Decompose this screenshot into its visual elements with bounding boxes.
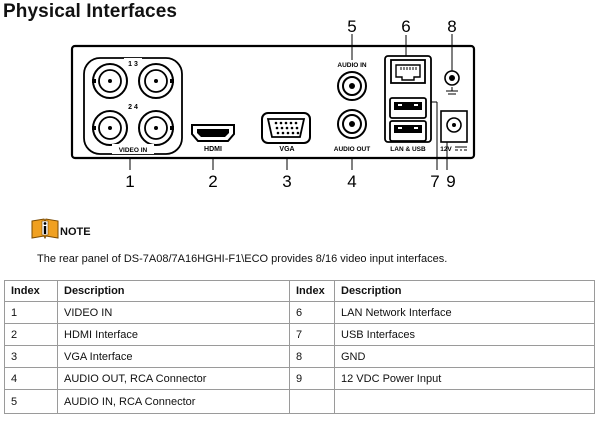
cell-index: 4 — [4, 367, 58, 390]
cell-description: GND — [334, 345, 595, 368]
cell-index: 1 — [4, 301, 58, 324]
note-label: NOTE — [60, 226, 91, 238]
gnd-terminal — [444, 70, 460, 95]
rear-panel-diagram: 1 3 2 4 VIDEO IN HDMI VGA AUDIO IN AUDIO… — [70, 17, 476, 191]
cell-index: 6 — [289, 301, 335, 324]
callout-1: 1 — [125, 172, 134, 191]
table-row: 5 AUDIO IN, RCA Connector — [4, 389, 595, 414]
power-label: 12V — [440, 146, 452, 153]
cell-index — [289, 389, 335, 414]
bnc-pair-label: 2 4 — [128, 104, 138, 111]
callout-leaders — [129, 34, 453, 170]
power-port: 12V — [440, 110, 468, 153]
cell-description: VGA Interface — [57, 345, 290, 368]
audio-in-rca: AUDIO IN — [337, 62, 367, 101]
usb-port — [389, 120, 427, 142]
interface-table: Index Description Index Description 1 VI… — [4, 280, 595, 414]
bnc-connector — [92, 63, 128, 99]
callout-9: 9 — [446, 172, 455, 191]
table-row: 1 VIDEO IN 6 LAN Network Interface — [4, 301, 595, 324]
bnc-pair-label: 1 3 — [128, 61, 138, 68]
audio-out-label: AUDIO OUT — [334, 146, 371, 153]
cell-index: 2 — [4, 323, 58, 346]
cell-description — [334, 389, 595, 414]
bnc-connector — [92, 110, 128, 146]
header-index: Index — [4, 280, 58, 302]
info-book-icon — [31, 218, 59, 240]
cell-description: LAN Network Interface — [334, 301, 595, 324]
cell-description: 12 VDC Power Input — [334, 367, 595, 390]
bnc-connector — [138, 110, 174, 146]
audio-out-rca: AUDIO OUT — [334, 109, 371, 153]
note-text: The rear panel of DS-7A08/7A16HGHI-F1\EC… — [37, 253, 448, 265]
header-index: Index — [289, 280, 335, 302]
cell-description: USB Interfaces — [334, 323, 595, 346]
cell-index: 3 — [4, 345, 58, 368]
table-header-row: Index Description Index Description — [4, 280, 595, 302]
cell-index: 7 — [289, 323, 335, 346]
callout-8: 8 — [447, 17, 456, 36]
cell-index: 5 — [4, 389, 58, 414]
cell-index: 8 — [289, 345, 335, 368]
header-description: Description — [57, 280, 290, 302]
cell-description: HDMI Interface — [57, 323, 290, 346]
audio-in-label: AUDIO IN — [337, 62, 367, 69]
table-row: 4 AUDIO OUT, RCA Connector 9 12 VDC Powe… — [4, 367, 595, 390]
video-in-bnc-group: 1 3 2 4 VIDEO IN — [83, 57, 183, 155]
cell-index: 9 — [289, 367, 335, 390]
bnc-connector — [138, 63, 174, 99]
header-description: Description — [334, 280, 595, 302]
vga-label: VGA — [279, 146, 294, 153]
dc-polarity-icon — [455, 146, 467, 151]
callout-5: 5 — [347, 17, 356, 36]
callout-2: 2 — [208, 172, 217, 191]
page-title: Physical Interfaces — [3, 1, 178, 22]
lan-port — [390, 59, 426, 84]
cell-description: VIDEO IN — [57, 301, 290, 324]
cell-description: AUDIO IN, RCA Connector — [57, 389, 290, 414]
lan-usb-block: LAN & USB — [384, 55, 432, 153]
hdmi-port: HDMI — [191, 124, 235, 153]
callout-7: 7 — [430, 172, 439, 191]
callout-4: 4 — [347, 172, 356, 191]
callout-6: 6 — [401, 17, 410, 36]
table-row: 2 HDMI Interface 7 USB Interfaces — [4, 323, 595, 346]
callout-3: 3 — [282, 172, 291, 191]
hdmi-label: HDMI — [204, 146, 222, 153]
usb-port — [389, 97, 427, 119]
lan-usb-label: LAN & USB — [390, 146, 426, 153]
vga-port: VGA — [261, 112, 311, 153]
table-row: 3 VGA Interface 8 GND — [4, 345, 595, 368]
video-in-label: VIDEO IN — [119, 147, 148, 154]
cell-description: AUDIO OUT, RCA Connector — [57, 367, 290, 390]
note-header: NOTE — [31, 217, 91, 240]
